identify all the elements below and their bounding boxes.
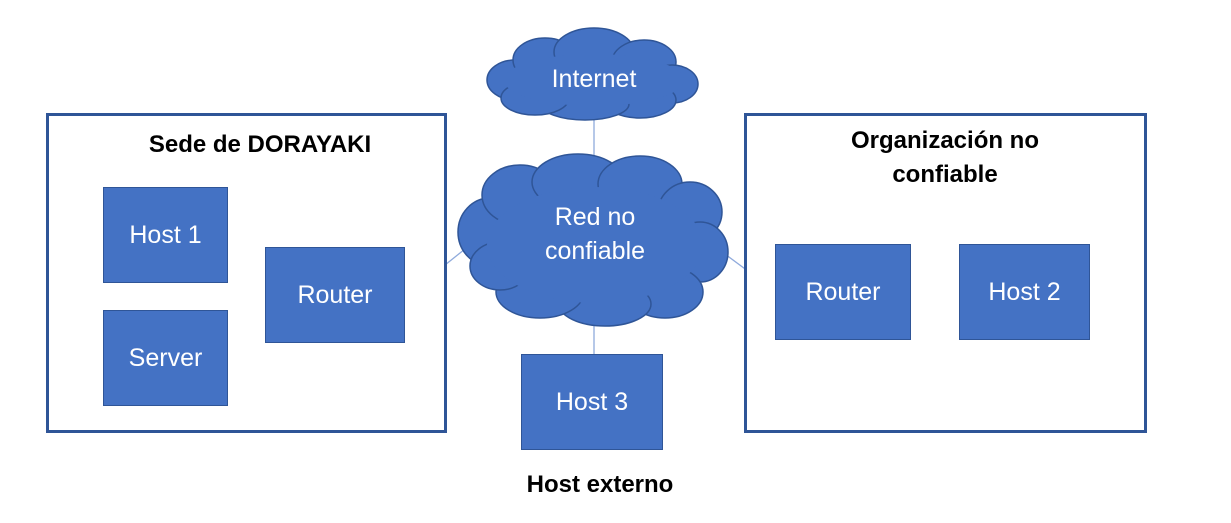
- zone-untrusted-org-title: Organización no confiable: [850, 127, 1039, 188]
- zone-dorayaki-title: Sede de DORAYAKI: [148, 131, 372, 158]
- host1-node: Host 1: [103, 187, 228, 283]
- router-right-node: Router: [775, 244, 911, 340]
- external-host-title: Host externo: [526, 471, 674, 498]
- host3-node: Host 3: [521, 354, 663, 450]
- untrusted-network-cloud-core: [487, 187, 703, 303]
- internet-cloud-core: [504, 54, 684, 106]
- server-node: Server: [103, 310, 228, 406]
- untrusted-network-cloud-label: Red no confiable: [544, 203, 646, 265]
- router-left-node: Router: [265, 247, 405, 343]
- internet-cloud-label: Internet: [551, 65, 637, 93]
- host2-node: Host 2: [959, 244, 1090, 340]
